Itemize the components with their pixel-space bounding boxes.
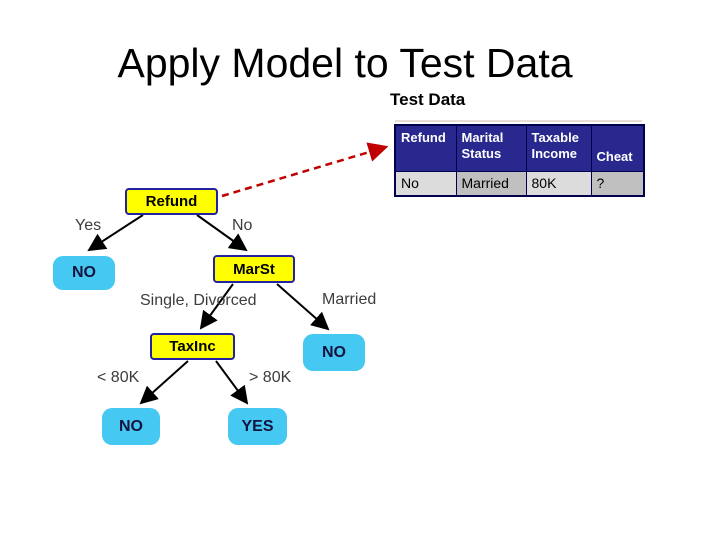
decision-node-refund: Refund <box>125 188 218 215</box>
table-row: No Married 80K ? <box>394 170 645 197</box>
table-header-marital-status: Marital Status <box>455 124 527 172</box>
decision-node-marst: MarSt <box>213 255 295 283</box>
leaf-node-no-low-income: NO <box>102 408 160 445</box>
branch-label-single-divorced: Single, Divorced <box>140 292 257 309</box>
branch-label-under-80k: < 80K <box>97 369 140 386</box>
table-header-row: Refund Marital Status Taxable Income Che… <box>394 124 645 172</box>
table-top-highlight <box>395 120 642 122</box>
edge-refund-yes <box>87 214 144 252</box>
table-cell-taxable-income: 80K <box>525 170 592 197</box>
table-header-taxable-income: Taxable Income <box>525 124 592 172</box>
table-cell-refund: No <box>394 170 457 197</box>
table-cell-cheat: ? <box>590 170 645 197</box>
edge-refund-no <box>196 214 248 252</box>
test-data-label: Test Data <box>390 90 466 109</box>
leaf-node-no-refund-yes: NO <box>53 256 115 290</box>
leaf-node-yes-high-income: YES <box>228 408 287 445</box>
branch-label-over-80k: > 80K <box>249 369 292 386</box>
edge-taxinc-high <box>215 360 249 405</box>
test-record-table: Refund Marital Status Taxable Income Che… <box>394 124 645 197</box>
branch-label-married: Married <box>322 291 377 308</box>
test-record-pointer-arrow <box>221 142 389 198</box>
branch-label-yes: Yes <box>75 217 102 234</box>
edge-marst-married <box>276 283 330 331</box>
edge-marst-single-divorced <box>199 283 234 330</box>
branch-label-no: No <box>232 217 253 234</box>
slide-title: Apply Model to Test Data <box>117 40 573 86</box>
table-cell-marital-status: Married <box>455 170 527 197</box>
edge-taxinc-low <box>139 360 189 405</box>
decision-node-taxinc: TaxInc <box>150 333 235 360</box>
table-header-cheat: Cheat <box>590 124 645 172</box>
leaf-node-no-married: NO <box>303 334 365 371</box>
